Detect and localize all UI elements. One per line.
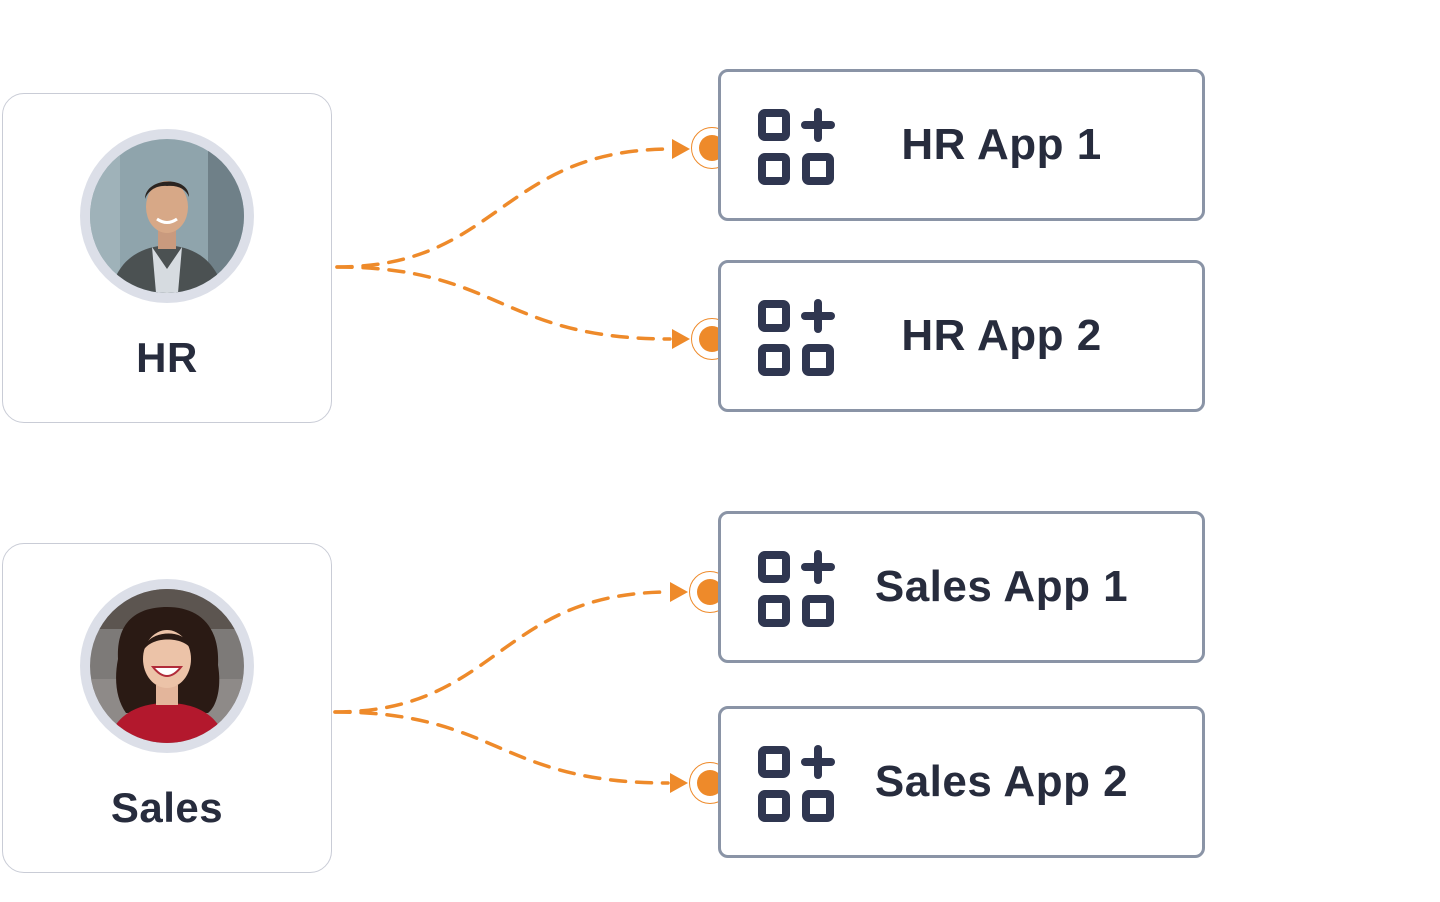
apps-add-icon <box>758 550 835 627</box>
connector-sales-app-2 <box>333 710 670 785</box>
arrowhead-sales-app-2 <box>670 773 688 793</box>
arrowhead-hr-app-2 <box>672 329 690 349</box>
connector-hr-app-1 <box>335 147 672 269</box>
app-label: Sales App 1 <box>874 562 1129 611</box>
app-card-sales-app-2[interactable]: Sales App 2 <box>718 706 1205 858</box>
arrowhead-hr-app-1 <box>672 139 690 159</box>
avatar-ring <box>80 129 254 303</box>
avatar-hr <box>90 139 244 293</box>
app-card-sales-app-1[interactable]: Sales App 1 <box>718 511 1205 663</box>
app-label: HR App 2 <box>901 311 1102 360</box>
apps-add-icon <box>758 745 835 822</box>
avatar-sales <box>90 589 244 743</box>
role-card-hr[interactable]: HR <box>2 93 332 423</box>
role-card-sales[interactable]: Sales <box>2 543 332 873</box>
app-card-hr-app-1[interactable]: HR App 1 <box>718 69 1205 221</box>
apps-add-icon <box>758 108 835 185</box>
app-card-hr-app-2[interactable]: HR App 2 <box>718 260 1205 412</box>
apps-add-icon <box>758 299 835 376</box>
avatar-ring <box>80 579 254 753</box>
app-label: HR App 1 <box>901 120 1102 169</box>
connector-sales-app-1 <box>333 590 670 714</box>
arrowhead-sales-app-1 <box>670 582 688 602</box>
app-label: Sales App 2 <box>874 757 1129 806</box>
role-label-sales: Sales <box>110 784 224 831</box>
connector-hr-app-2 <box>335 265 672 341</box>
role-label-hr: HR <box>136 334 198 381</box>
